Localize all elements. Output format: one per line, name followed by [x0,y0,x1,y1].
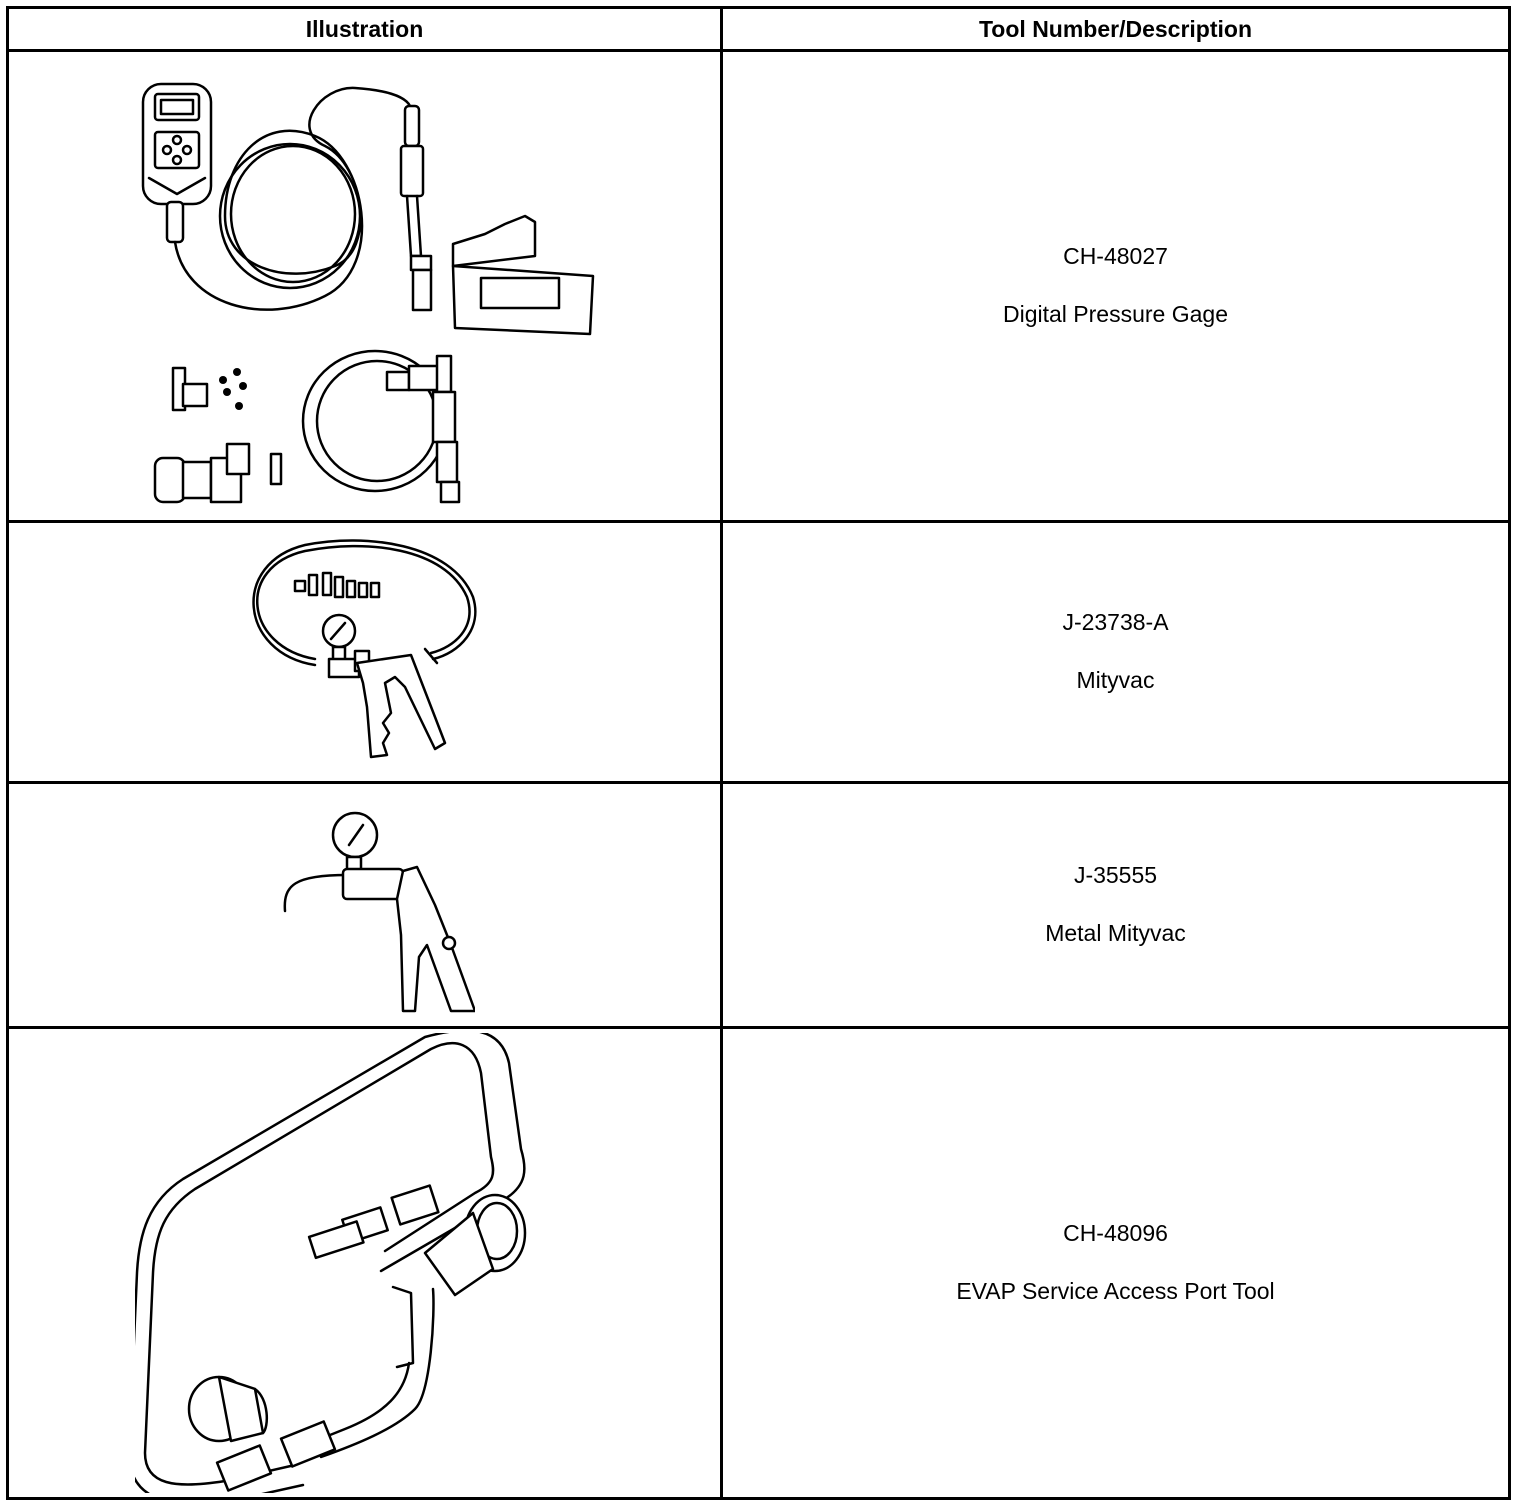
tool-number: J-23738-A [1062,609,1169,636]
tool-number: CH-48027 [1063,243,1168,270]
table-header-row: Illustration Tool Number/Description [6,6,1511,52]
tool-description: EVAP Service Access Port Tool [956,1278,1275,1304]
header-tool-number-description: Tool Number/Description [720,6,1511,52]
tool-description-cell: CH-48027 Digital Pressure Gage [720,49,1511,523]
table-row: CH-48027 Digital Pressure Gage [6,49,1511,523]
metal-mityvac-pump-illustration [283,811,475,1013]
evap-service-port-tool-illustration [134,1033,526,1493]
tool-description-cell: J-35555 Metal Mityvac [720,781,1511,1029]
table-row: CH-48096 EVAP Service Access Port Tool [6,1026,1511,1500]
mityvac-pump-illustration [252,539,476,759]
tool-number: J-35555 [1073,862,1158,889]
digital-pressure-gage-kit-illustration [141,82,594,504]
illustration-cell [6,49,723,523]
illustration-cell [6,520,723,784]
tool-number: CH-48096 [1063,1220,1168,1247]
special-tools-table: Illustration Tool Number/Description [6,6,1511,1500]
tool-description-cell: J-23738-A Mityvac [720,520,1511,784]
tool-description-cell: CH-48096 EVAP Service Access Port Tool [720,1026,1511,1500]
table-row: J-35555 Metal Mityvac [6,781,1511,1029]
table-row: J-23738-A Mityvac [6,520,1511,784]
tool-description: Metal Mityvac [1045,920,1186,946]
tool-description: Mityvac [1076,667,1155,693]
illustration-cell [6,781,723,1029]
illustration-cell [6,1026,723,1500]
header-illustration: Illustration [6,6,723,52]
tool-description: Digital Pressure Gage [1003,301,1228,327]
